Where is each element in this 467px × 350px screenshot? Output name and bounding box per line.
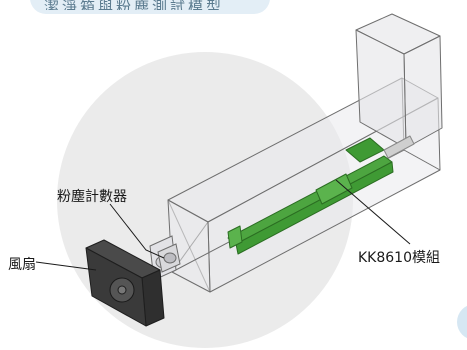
leader-fan	[35, 261, 97, 271]
title-banner	[30, 0, 270, 14]
label-kk8610-module: KK8610模組	[358, 250, 440, 266]
label-fan: 風扇	[8, 257, 36, 273]
label-dust-counter: 粉塵計數器	[57, 189, 127, 205]
kk8610-module	[227, 135, 415, 255]
leader-dust-counter	[109, 203, 165, 259]
leader-lines	[35, 179, 411, 271]
diagram-title: 潔淨箱與粉塵測試模型	[44, 0, 225, 10]
leader-kk8610	[335, 179, 411, 245]
fan-unit	[85, 239, 165, 327]
dust-counter-device	[157, 243, 181, 273]
corner-circle	[457, 305, 467, 339]
intake-tower	[355, 13, 443, 149]
